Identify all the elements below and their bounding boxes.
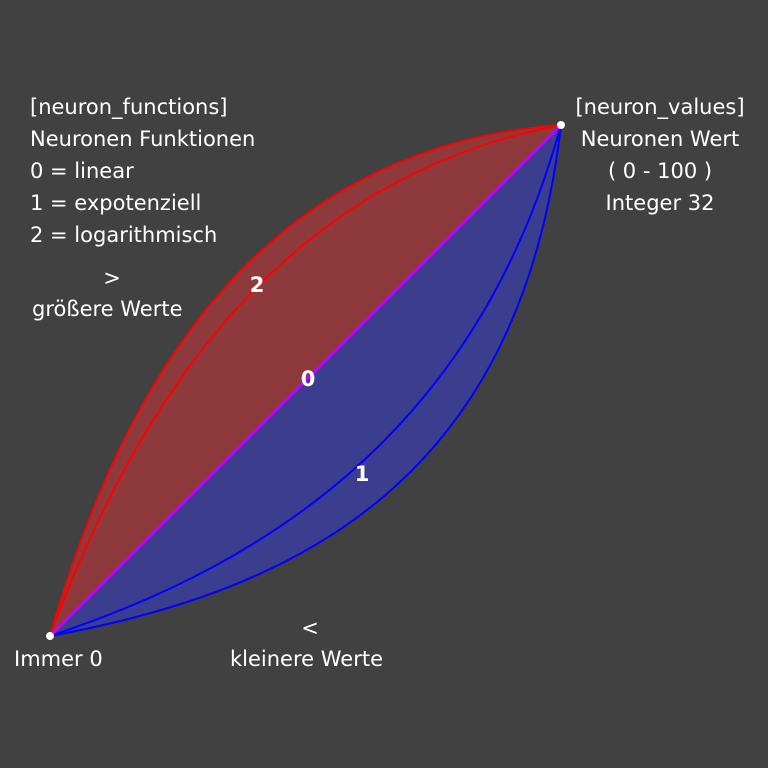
exp-curve-inner [49,124,562,637]
smaller-label: kleinere Werte [230,647,383,671]
values-range: ( 0 - 100 ) [607,159,713,183]
curve-label-linear: 0 [300,367,316,391]
exp-curve-outer [49,124,562,637]
functions-subtitle: Neuronen Funktionen [30,127,256,151]
curve-label-logarithmic: 2 [249,273,265,297]
function-item-exponential: 1 = expotenziell [30,191,202,215]
values-type: Integer 32 [605,191,715,215]
log-curve-outer [49,124,562,637]
origin-point [46,632,54,640]
function-item-logarithmic: 2 = logarithmisch [30,223,218,247]
smaller-symbol: < [301,616,319,640]
max-point [557,121,565,129]
values-subtitle: Neuronen Wert [580,127,740,151]
log-curve-inner [49,124,562,637]
greater-label: größere Werte [32,297,183,321]
origin-label: Immer 0 [14,647,103,671]
values-title: [neuron_values] [575,95,745,119]
function-item-linear: 0 = linear [30,159,134,183]
functions-title: [neuron_functions] [30,95,228,119]
linear-line [48,123,563,638]
greater-symbol: > [103,266,121,290]
curve-label-exponential: 1 [354,462,370,486]
